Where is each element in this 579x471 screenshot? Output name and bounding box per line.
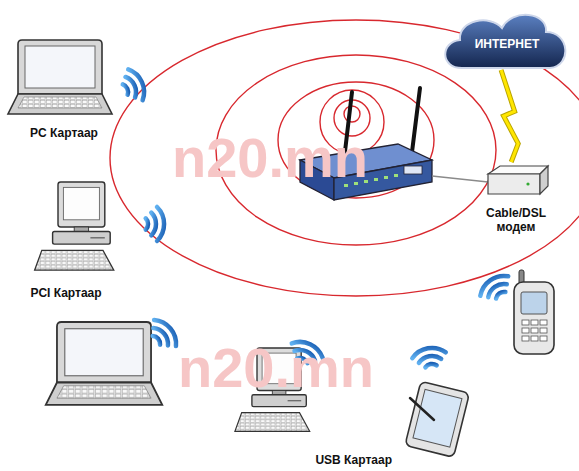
device-label: Cable/DSL модем: [479, 206, 553, 234]
device-node: PC Картаар: [5, 36, 123, 140]
cloud-label: ИНТЕРНЕТ: [475, 37, 540, 51]
device-node: PCI Картаар: [10, 180, 122, 300]
device-label: USB Картаар: [315, 453, 392, 467]
watermark: n20.mn: [172, 128, 368, 188]
cloud-node: ИНТЕРНЕТ: [448, 22, 566, 66]
device-label: PC Картаар: [30, 126, 98, 140]
lightning-connector: [501, 70, 518, 162]
modem-node: Cable/DSL модем: [468, 166, 564, 234]
device-label: PCI Картаар: [30, 286, 101, 300]
watermark: n20.mn: [178, 338, 374, 398]
